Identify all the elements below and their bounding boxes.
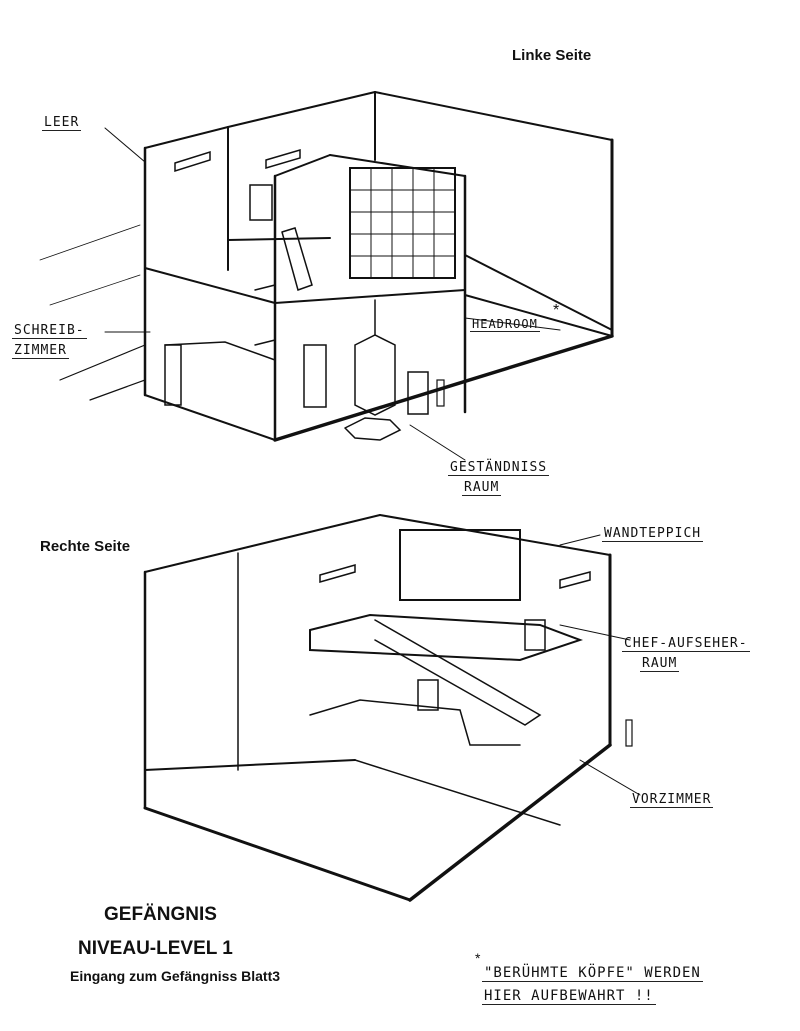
label-schreibzimmer-1: SCHREIB- (12, 323, 87, 339)
note-line-1: "BERÜHMTE KÖPFE" WERDEN (482, 965, 703, 982)
heading-left-side: Linke Seite (512, 47, 592, 64)
title-line-2: NIVEAU-LEVEL 1 (78, 938, 233, 959)
note-asterisk: * (475, 950, 481, 966)
title-line-3: Eingang zum Gefängniss Blatt3 (70, 968, 281, 984)
label-chef-aufseher-2: RAUM (640, 656, 680, 672)
label-leer: LEER (42, 115, 82, 131)
label-headroom: HEADROOM (470, 317, 540, 332)
heading-right-side: Rechte Seite (40, 538, 131, 555)
headroom-asterisk: * (553, 302, 560, 319)
note-line-2: HIER AUFBEWAHRT !! (482, 988, 656, 1005)
label-wandteppich: WANDTEPPICH (602, 526, 704, 542)
top-building-sketch (39, 91, 614, 461)
label-chef-aufseher-1: CHEF-AUFSEHER- (622, 636, 750, 652)
title-line-1: GEFÄNGNIS (104, 904, 217, 925)
label-gestaendnis-2: RAUM (462, 480, 502, 496)
label-gestaendnis-1: GESTÄNDNISS (448, 460, 550, 476)
bottom-building-sketch (143, 514, 641, 902)
label-schreibzimmer-2: ZIMMER (12, 343, 69, 359)
label-vorzimmer: VORZIMMER (630, 792, 714, 808)
